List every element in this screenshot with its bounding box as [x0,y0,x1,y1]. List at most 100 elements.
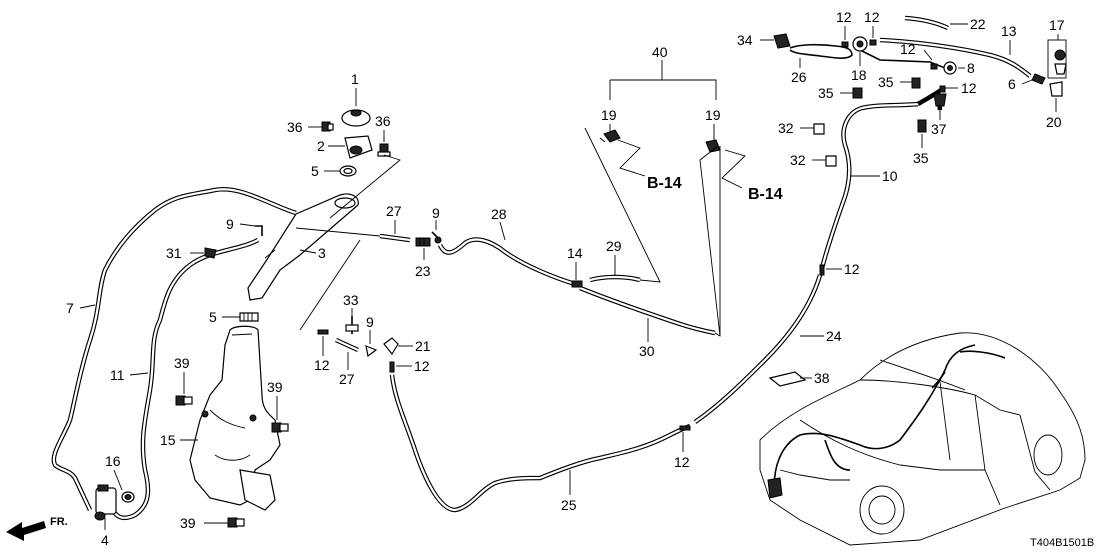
callout-12-h: 12 [961,80,977,96]
callout-12-g: 12 [900,41,916,57]
callout-9-a: 9 [226,216,234,232]
callout-39-b: 39 [267,379,283,395]
callout-36-right: 36 [375,113,391,129]
callout-6: 6 [1008,76,1016,92]
callout-15: 15 [160,432,176,448]
clip-35-a [911,77,921,89]
callout-18: 18 [851,67,867,83]
joint-8 [943,61,957,75]
callout-labels: 1 2 5 36 36 3 9 31 5 7 11 39 39 39 15 16… [66,9,1094,549]
callout-12-b: 12 [414,358,430,374]
callout-19-left: 19 [601,107,617,123]
callout-9-c: 9 [366,314,374,330]
callout-22: 22 [970,16,986,32]
seal-16 [121,491,135,503]
clip-12-a [317,329,329,335]
callout-4: 4 [101,532,109,548]
diagram-code: T404B1501B [1030,537,1094,549]
callout-12-c: 12 [844,261,860,277]
joint-6 [1031,73,1046,85]
callout-16: 16 [105,453,121,469]
callout-35-c: 35 [913,150,929,166]
hose-13 [879,37,1032,78]
hose-27-top [379,233,411,243]
reference-b14-right[interactable]: B-14 [748,186,783,203]
nozzle-20 [1049,81,1063,97]
pump-motor-2 [344,135,373,159]
hose-7 [51,186,297,511]
callout-36-left: 36 [287,119,303,135]
clip-32-b [825,155,837,167]
callout-40: 40 [652,44,668,60]
callout-33: 33 [343,292,359,308]
washer-cap-1 [341,109,371,127]
clip-35-b [852,87,863,99]
joint-14 [571,280,583,288]
bolt-33 [345,316,359,334]
bolt-36-right [377,143,391,157]
check-valve-18 [852,36,868,52]
pad-38 [768,371,807,387]
callout-21: 21 [415,338,431,354]
callout-5-top: 5 [311,163,319,179]
callout-25: 25 [561,497,577,513]
callout-32-a: 32 [778,120,794,136]
hose-30 [579,285,716,336]
joint-37 [933,93,947,107]
clip-12-f [869,39,877,46]
hose-27-bottom [335,337,359,353]
washer-tank-15 [189,325,281,511]
callout-2: 2 [317,138,325,154]
callout-35-b: 35 [818,85,834,101]
callout-31: 31 [166,245,182,261]
callout-5-mid: 5 [209,309,217,325]
callout-14: 14 [567,245,583,261]
clip-12-e [841,41,849,48]
callout-30: 30 [639,343,655,359]
callout-23: 23 [415,263,431,279]
callout-28: 28 [491,206,507,222]
callout-17: 17 [1049,17,1065,33]
callout-20: 20 [1046,114,1062,130]
hose-37 [916,88,943,111]
callout-32-b: 32 [790,152,806,168]
hose-10 [819,101,919,269]
bolt-39-a [175,395,193,406]
bolt-39-b [271,422,289,433]
clip-12-c [819,264,825,276]
callout-12-a: 12 [314,357,330,373]
clip-21 [383,337,399,356]
clip-32-a [813,123,825,135]
bolt-39-c [227,517,245,528]
callout-12-d: 12 [674,454,690,470]
callout-12-e: 12 [836,9,852,25]
joint-9-b [431,231,442,244]
clip-12-d [679,425,691,431]
callout-1: 1 [351,71,359,87]
clip-35-c [917,119,927,133]
nozzle-19-left [603,129,621,143]
callout-34: 34 [737,32,753,48]
nozzle-17 [1047,39,1067,79]
clip-31 [204,247,217,259]
callout-8: 8 [967,60,975,76]
callout-9-b: 9 [432,205,440,221]
hose-26 [789,43,853,59]
front-label: FR. [50,516,68,528]
clip-12-h [939,85,946,93]
callout-27-top: 27 [386,203,402,219]
callout-26: 26 [791,69,807,85]
joint-9-c [365,345,378,358]
hose-29 [589,274,641,283]
front-arrow: FR. [6,516,68,541]
seal-5-top [339,165,357,177]
clip-12-g [930,63,938,70]
callout-7: 7 [66,300,74,316]
spring-23 [415,237,431,247]
callout-39-a: 39 [174,355,190,371]
callout-27-bottom: 27 [339,371,355,387]
reference-b14-left[interactable]: B-14 [647,175,682,192]
callout-37: 37 [931,121,947,137]
hose-25 [389,374,691,513]
hose-11 [112,237,260,521]
